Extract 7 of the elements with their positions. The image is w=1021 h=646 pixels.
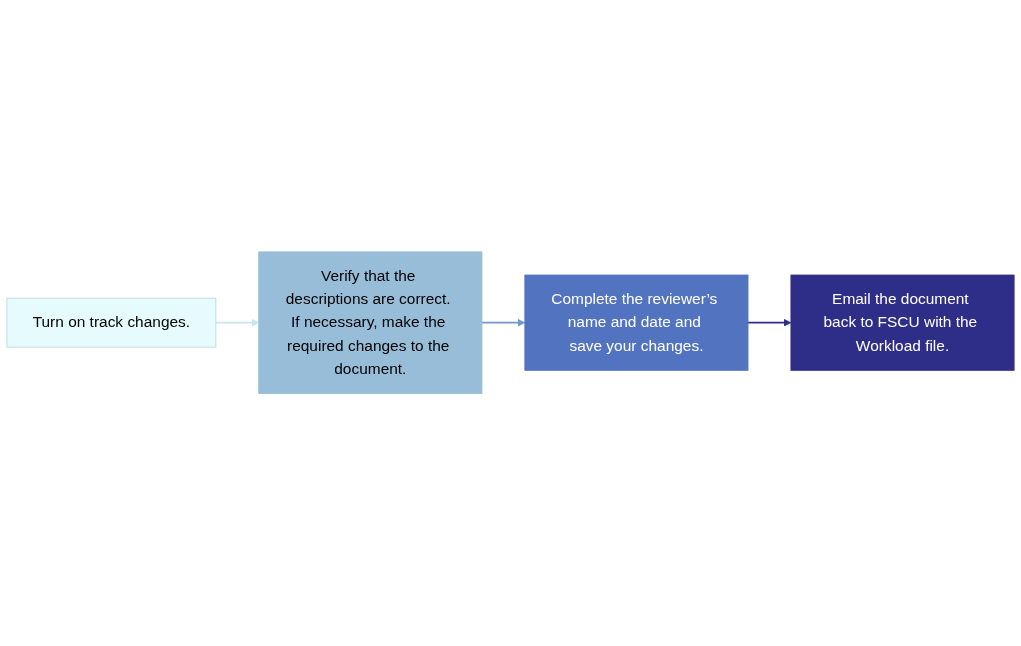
arrow bbox=[747, 319, 792, 327]
arrow bbox=[215, 319, 260, 327]
node-box: Verify that the descriptions are correct. If necessary, make the required changes to the document. bbox=[258, 251, 483, 395]
node-box: Complete the reviewer’s name and date and save your changes. bbox=[524, 274, 749, 372]
node-box: Email the document back to FSCU with the Workload file. bbox=[790, 274, 1015, 372]
node-box: Turn on track changes. bbox=[6, 298, 217, 348]
arrow bbox=[481, 319, 526, 327]
